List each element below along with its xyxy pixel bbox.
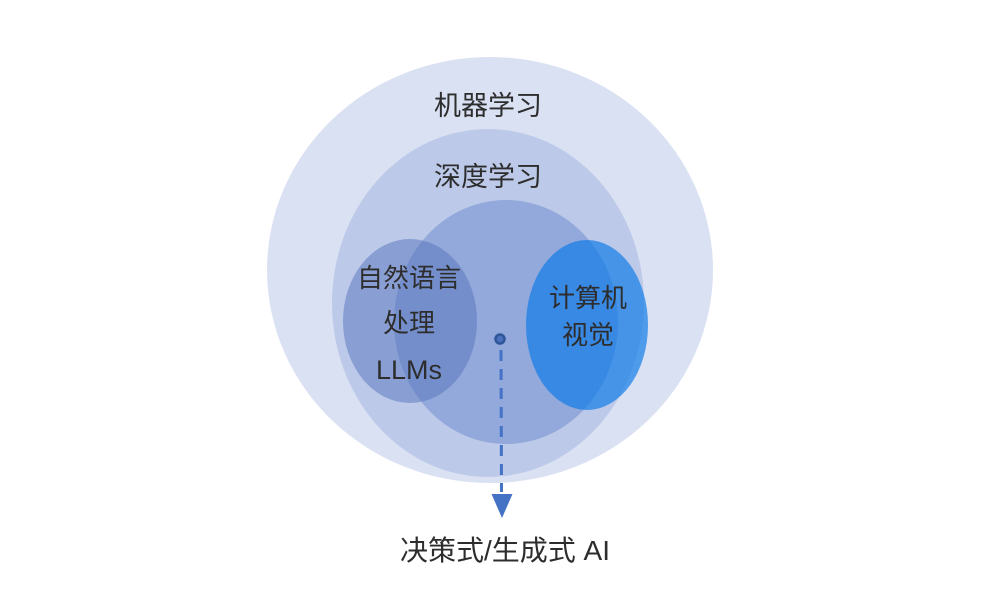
label-deep-learning: 深度学习 — [434, 162, 542, 192]
label-cv-line2: 视觉 — [562, 320, 614, 350]
label-decision-generative-ai: 决策式/生成式 AI — [400, 535, 610, 566]
label-nlp-llms: LLMs — [376, 355, 442, 385]
label-machine-learning: 机器学习 — [434, 91, 542, 121]
pointer-dashed-line — [499, 349, 503, 493]
down-arrowhead-icon — [491, 494, 513, 518]
ellipse-computer-vision — [526, 240, 648, 410]
ellipse-nlp — [343, 239, 477, 403]
label-cv-line1: 计算机 — [549, 283, 627, 313]
pointer-dot — [494, 333, 506, 345]
label-nlp-line2: 处理 — [383, 308, 435, 338]
label-nlp-line1: 自然语言 — [357, 263, 461, 293]
